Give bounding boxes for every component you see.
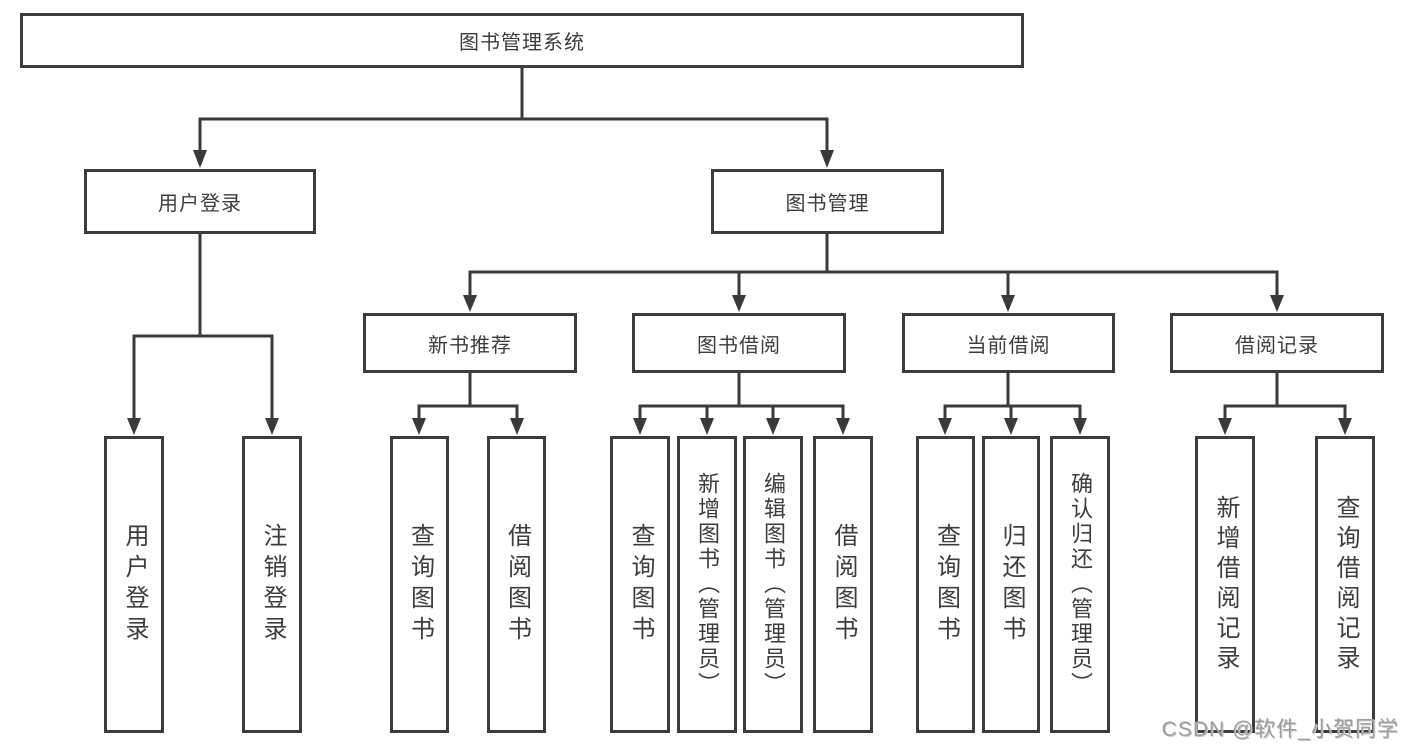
node-nb-borrow-label: 借阅图书: [503, 522, 531, 647]
node-bb-add-box: 新增图书（管理员）: [677, 436, 737, 733]
node-ul-login-box: 用户登录: [104, 436, 164, 733]
node-book-mgmt-label: 图书管理: [785, 193, 870, 215]
node-borrow-records-label: 借阅记录: [1235, 334, 1319, 357]
node-bb-borrow-box: 借阅图书: [813, 436, 873, 733]
node-br-query-label: 查询借阅记录: [1332, 494, 1359, 675]
node-book-borrow-box: 图书借阅: [632, 313, 846, 373]
csdn-watermark: CSDN @软件_小贺同学: [1161, 718, 1399, 741]
node-current-borrow-label: 当前借阅: [966, 334, 1051, 357]
node-book-borrow-label: 图书借阅: [697, 334, 781, 357]
node-nb-query-label: 查询图书: [406, 522, 434, 647]
node-bb-edit-box: 编辑图书（管理员）: [743, 436, 803, 733]
node-bb-add-label: 新增图书（管理员）: [695, 472, 720, 697]
node-ul-login-label: 用户登录: [121, 522, 148, 647]
node-nb-query-box: 查询图书: [390, 436, 449, 733]
node-cb-return-box: 归还图书: [982, 436, 1040, 733]
node-user-login-box: 用户登录: [84, 169, 316, 234]
node-nb-borrow-box: 借阅图书: [487, 436, 546, 733]
node-bb-query-box: 查询图书: [610, 436, 670, 733]
node-user-login-label: 用户登录: [158, 193, 242, 215]
node-br-add-box: 新增借阅记录: [1195, 436, 1255, 733]
node-cb-confirm-box: 确认归还（管理员）: [1050, 436, 1110, 733]
node-ul-logout-box: 注销登录: [242, 436, 302, 733]
node-new-book-rec-box: 新书推荐: [363, 313, 577, 373]
node-root-box: 图书管理系统: [20, 13, 1024, 68]
node-cb-confirm-label: 确认归还（管理员）: [1068, 472, 1093, 697]
node-bb-query-label: 查询图书: [627, 522, 654, 647]
node-cb-query-label: 查询图书: [932, 522, 960, 647]
node-bb-edit-label: 编辑图书（管理员）: [761, 472, 786, 697]
node-cb-return-label: 归还图书: [998, 522, 1025, 647]
node-book-mgmt-box: 图书管理: [711, 169, 944, 234]
node-current-borrow-box: 当前借阅: [902, 313, 1115, 373]
node-br-query-box: 查询借阅记录: [1315, 436, 1375, 733]
node-root-label: 图书管理系统: [459, 32, 585, 54]
node-new-book-rec-label: 新书推荐: [428, 334, 512, 357]
node-ul-logout-label: 注销登录: [259, 522, 286, 647]
node-bb-borrow-label: 借阅图书: [830, 522, 857, 647]
node-cb-query-box: 查询图书: [916, 436, 975, 733]
node-borrow-records-box: 借阅记录: [1170, 313, 1384, 373]
node-br-add-label: 新增借阅记录: [1212, 494, 1239, 675]
